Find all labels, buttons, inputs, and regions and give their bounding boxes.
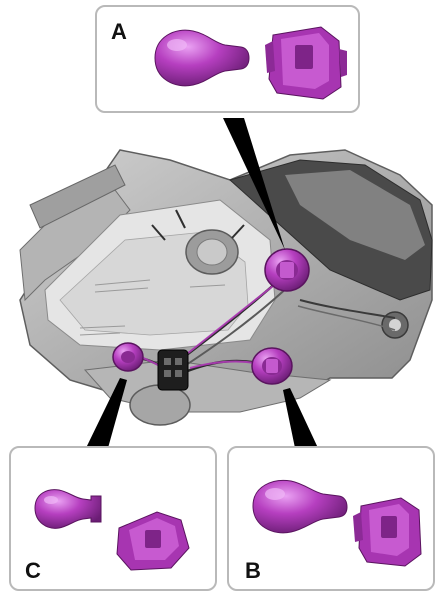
callout-b-label: B <box>245 560 261 582</box>
callout-c: C <box>9 446 217 591</box>
holder-b-in-housing[interactable] <box>252 348 292 384</box>
callout-b: B <box>227 446 435 591</box>
housing-shell <box>20 150 432 425</box>
callout-c-label: C <box>25 560 41 582</box>
holder-a-in-housing[interactable] <box>265 249 309 291</box>
bulb-icon <box>243 474 353 540</box>
bulb-icon <box>145 23 255 93</box>
holder-c-in-housing[interactable] <box>113 343 143 371</box>
callout-a-label: A <box>111 21 127 43</box>
bulb-holder-icon <box>259 15 354 105</box>
callout-a: A <box>95 5 360 113</box>
harness-connector <box>158 350 188 390</box>
wedge-bulb-icon <box>29 484 109 534</box>
bulb-holder-icon <box>111 498 196 578</box>
bulb-holder-icon <box>351 488 431 573</box>
